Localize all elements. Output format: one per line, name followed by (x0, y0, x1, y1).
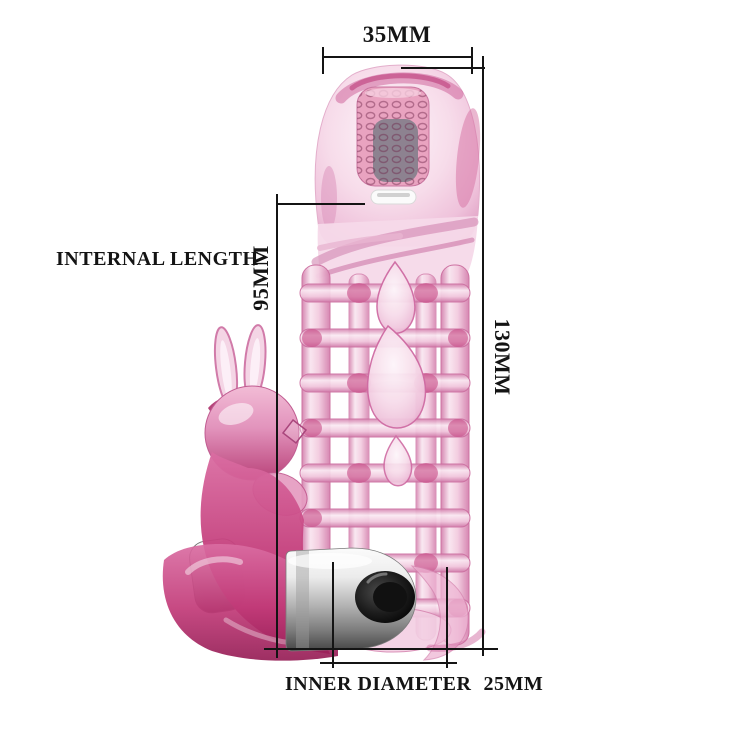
dim-line-95mm (276, 194, 278, 658)
bullet-vibrator (285, 547, 417, 652)
rabbit-cheek-facet (281, 418, 308, 445)
sleeve-slot (370, 189, 417, 205)
label-inner-diameter-text: INNER DIAMETER (285, 673, 472, 695)
dim-line-25mm (320, 662, 457, 664)
label-overall-length-130mm: 130MM (490, 318, 515, 396)
label-inner-diameter-25mm: 25MM (483, 673, 544, 695)
cage-knobs (302, 283, 468, 617)
dim-line-35mm (322, 56, 473, 58)
dim-line-130mm (482, 56, 484, 656)
dim-baseline-bottom (264, 648, 498, 650)
dim-tick-35mm-left (322, 47, 324, 74)
dim-tick-head-top (401, 67, 485, 69)
cage-nubs (366, 260, 427, 487)
label-internal-length-95mm: 95MM (248, 245, 273, 311)
label-internal-length: INTERNAL LENGTH (56, 248, 259, 270)
dim-tick-diameter-left (332, 562, 334, 668)
inner-texture-cylinder (356, 86, 430, 187)
sleeve-neck (311, 216, 479, 284)
label-inner-diameter: INNER DIAMETER 25MM (285, 673, 543, 696)
label-width-35mm: 35MM (362, 22, 432, 47)
dim-tick-95mm-top (276, 203, 365, 205)
dim-tick-35mm-right (471, 47, 473, 74)
dim-tick-diameter-right (446, 567, 448, 668)
